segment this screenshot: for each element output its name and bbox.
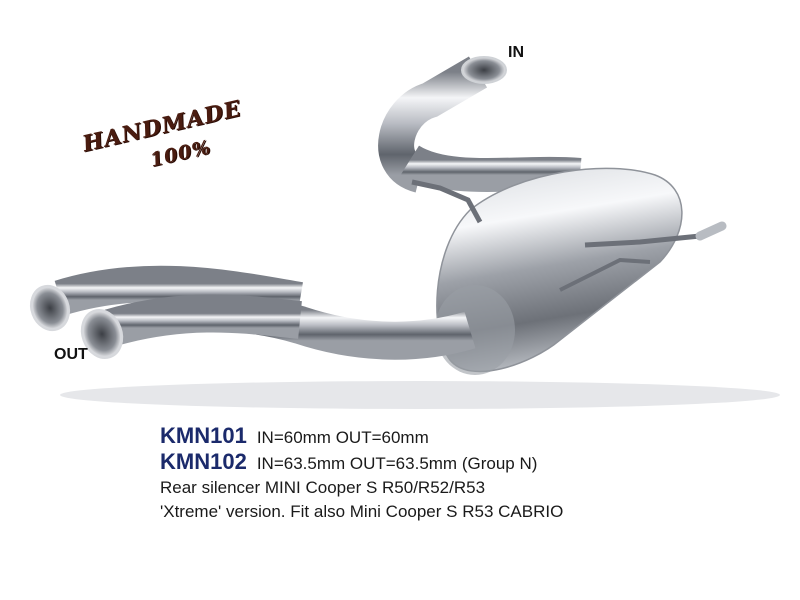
outlet-tip-upper bbox=[29, 284, 71, 332]
outlet-label: OUT bbox=[54, 346, 88, 363]
hanger-bracket-right bbox=[584, 233, 701, 248]
exhaust-silencer-illustration bbox=[29, 56, 780, 409]
product-code: KMN102 bbox=[160, 449, 247, 474]
crossover-pipe bbox=[401, 145, 582, 192]
product-row: KMN102 IN=63.5mm OUT=63.5mm (Group N) bbox=[160, 450, 790, 476]
hanger-strap bbox=[559, 257, 651, 292]
tail-pipe-lower bbox=[104, 294, 302, 347]
tail-pipe-upper bbox=[54, 265, 303, 318]
hanger-rod bbox=[695, 221, 727, 241]
handmade-stamp: HANDMADE 100% bbox=[70, 82, 280, 182]
stamp-line2: 100% bbox=[148, 136, 214, 172]
product-spec: IN=63.5mm OUT=63.5mm (Group N) bbox=[256, 454, 538, 473]
hanger-bracket-left bbox=[411, 179, 483, 224]
ground-shadow bbox=[60, 381, 780, 409]
description-line: Rear silencer MINI Cooper S R50/R52/R53 bbox=[160, 478, 486, 497]
outlet-tip-lower bbox=[80, 309, 124, 359]
product-info: KMN101 IN=60mm OUT=60mm KMN102 IN=63.5mm… bbox=[160, 424, 790, 524]
inlet-label: IN bbox=[508, 44, 524, 61]
product-row: KMN101 IN=60mm OUT=60mm bbox=[160, 424, 790, 450]
product-spec: IN=60mm OUT=60mm bbox=[256, 428, 429, 447]
description-line: 'Xtreme' version. Fit also Mini Cooper S… bbox=[160, 502, 564, 521]
inlet-opening bbox=[461, 56, 507, 84]
product-code: KMN101 bbox=[160, 423, 247, 448]
